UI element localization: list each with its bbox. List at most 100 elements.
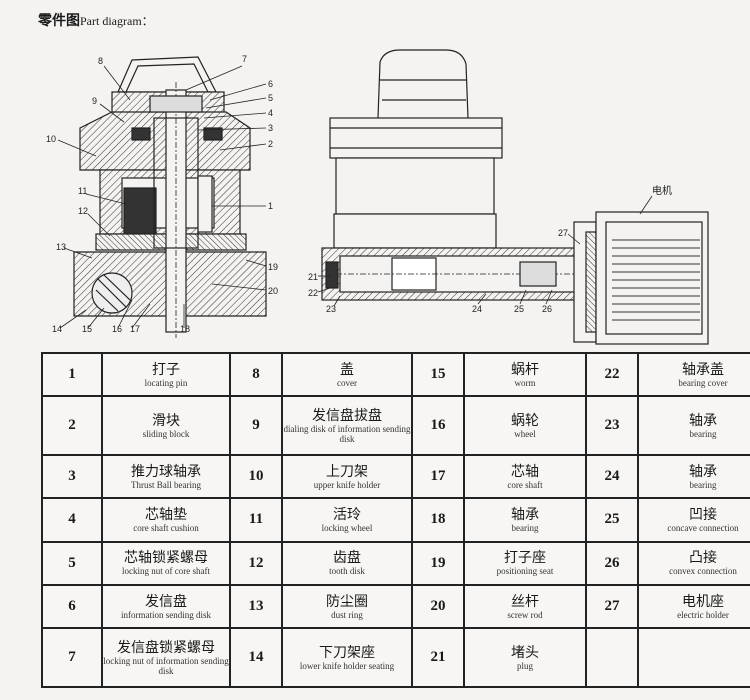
part-name-en: bearing cover bbox=[678, 377, 728, 388]
callout-8: 8 bbox=[98, 56, 103, 66]
right-side-view bbox=[321, 49, 709, 345]
callout-12: 12 bbox=[78, 206, 88, 216]
part-name-zh: 上刀架 bbox=[326, 463, 368, 480]
part-number: 3 bbox=[41, 454, 103, 500]
part-number: 22 bbox=[585, 351, 639, 398]
part-number: 18 bbox=[411, 497, 465, 543]
part-name-en: locking wheel bbox=[321, 522, 373, 533]
part-name-zh: 发信盘 bbox=[145, 593, 187, 610]
left-leader-lines bbox=[57, 65, 267, 329]
part-number: 15 bbox=[411, 351, 465, 398]
callout-9: 9 bbox=[92, 96, 97, 106]
part-number: 5 bbox=[41, 540, 103, 586]
part-number: 9 bbox=[229, 395, 283, 457]
part-name-en: bearing bbox=[689, 479, 717, 490]
part-name-en: bearing bbox=[689, 428, 717, 439]
part-name-en: Thrust Ball bearing bbox=[131, 479, 201, 490]
part-number: 26 bbox=[585, 540, 639, 586]
part-name-zh: 轴承 bbox=[689, 412, 717, 429]
part-name-en: lower knife holder seating bbox=[299, 660, 395, 671]
callout-14: 14 bbox=[52, 324, 62, 334]
part-name-zh: 电机座 bbox=[682, 593, 724, 610]
part-number: 19 bbox=[411, 540, 465, 586]
part-number: 20 bbox=[411, 583, 465, 630]
part-number: 1 bbox=[41, 351, 103, 398]
callout-26: 26 bbox=[542, 304, 552, 314]
part-name-zh: 芯轴垫 bbox=[145, 506, 187, 523]
left-section-view bbox=[73, 56, 267, 338]
part-diagram: 1 2 3 4 5 6 7 8 9 10 11 12 13 14 15 16 1… bbox=[46, 49, 709, 345]
right-leader-lines bbox=[317, 195, 653, 307]
part-number: 24 bbox=[585, 454, 639, 500]
part-name-zh: 齿盘 bbox=[333, 550, 361, 567]
left-label-group: 1 2 3 4 5 6 7 8 9 10 11 12 13 14 15 16 1… bbox=[46, 54, 278, 334]
part-number: 2 bbox=[41, 395, 103, 457]
motor-label: 电机 bbox=[652, 184, 672, 197]
callout-24: 24 bbox=[472, 304, 482, 314]
part-name-zh: 芯轴 bbox=[511, 463, 539, 480]
part-name bbox=[637, 627, 750, 688]
callout-23: 23 bbox=[326, 304, 336, 314]
callout-7: 7 bbox=[242, 54, 247, 64]
part-name-en: cover bbox=[337, 377, 357, 388]
callout-22: 22 bbox=[308, 288, 318, 298]
part-number: 25 bbox=[585, 497, 639, 543]
part-name-en: electric holder bbox=[677, 609, 729, 620]
motor-fins bbox=[612, 239, 700, 321]
part-name-en: worm bbox=[514, 377, 536, 388]
part-number: 14 bbox=[229, 627, 283, 688]
part-number: 12 bbox=[229, 540, 283, 586]
part-name-zh: 发信盘拔盘 bbox=[312, 407, 382, 424]
title-zh: 零件图 bbox=[38, 13, 80, 29]
part-name-en: concave connection bbox=[667, 522, 739, 533]
part-number: 8 bbox=[229, 351, 283, 398]
callout-20: 20 bbox=[268, 286, 278, 296]
callout-15: 15 bbox=[82, 324, 92, 334]
part-name-zh: 防尘圈 bbox=[326, 593, 368, 610]
part-name-zh: 蜗轮 bbox=[511, 412, 539, 429]
part-name-zh: 滑块 bbox=[152, 412, 180, 429]
part-name-zh: 活玲 bbox=[333, 506, 361, 523]
callout-1: 1 bbox=[268, 201, 273, 211]
part-name-zh: 轴承盖 bbox=[682, 361, 724, 378]
part-name-zh: 推力球轴承 bbox=[131, 463, 201, 480]
part-name-en: wheel bbox=[514, 428, 536, 439]
part-name-en: bearing bbox=[511, 522, 539, 533]
callout-4: 4 bbox=[268, 108, 273, 118]
part-name-en: convex connection bbox=[669, 566, 737, 577]
part-name-en: information sending disk bbox=[121, 609, 211, 620]
part-number: 21 bbox=[411, 627, 465, 688]
callout-17: 17 bbox=[130, 324, 140, 334]
callout-19: 19 bbox=[268, 262, 278, 272]
part-number: 6 bbox=[41, 583, 103, 630]
part-name-en: core shaft cushion bbox=[133, 522, 199, 533]
